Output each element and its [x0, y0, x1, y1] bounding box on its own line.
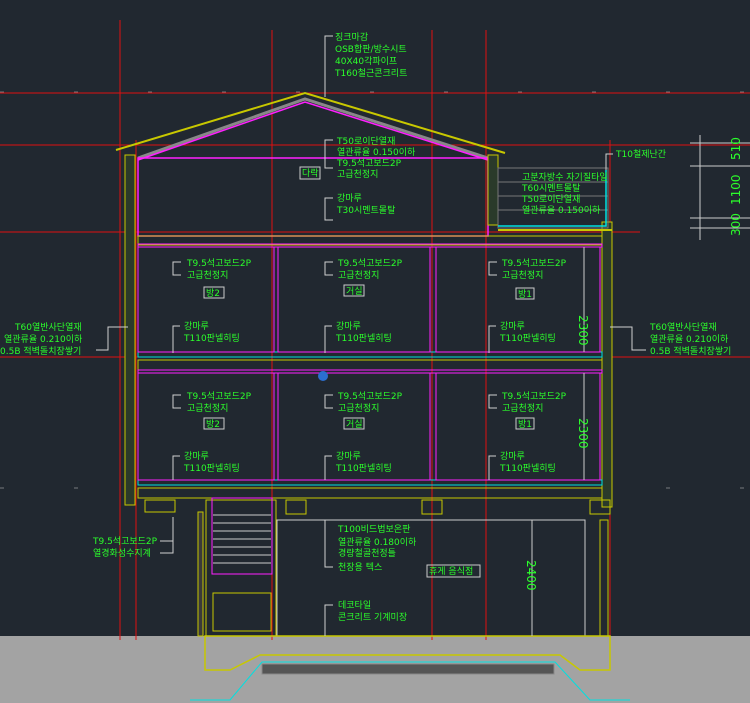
annotation-text: 강마루 [500, 451, 525, 462]
right-wall-notes: T60열반사단열재 열관류율 0.210이하 0.5B 적벽돌치장쌓기 [610, 322, 731, 357]
terrace [497, 167, 612, 231]
annotation-text: 0.5B 적벽돌치장쌓기 [650, 345, 731, 357]
annotation-text: OSB합판/방수시트 [335, 44, 407, 55]
annotation-text: T60열반사단열재 [14, 322, 82, 333]
annotation-text: T9.5석고보드2P [186, 391, 252, 402]
annotation-text: T60시멘트몰탈 [521, 183, 580, 194]
annotation-text: 고급천정지 [187, 270, 228, 281]
terrace-notes: T10철제난간 고분자방수 자기질타일 T60시멘트몰탈 T50로이단열재 열관… [521, 149, 666, 216]
dim-510: 510 [729, 137, 743, 160]
annotation-text: 열관류율 0.210이하 [650, 334, 729, 345]
room-tag-attic: 다락 [302, 167, 319, 179]
annotation-text: 거실 [346, 419, 363, 430]
dim-2300-upper: 2300 [576, 315, 590, 346]
annotation-text: 강마루 [184, 451, 209, 462]
ground-floor [144, 497, 630, 701]
terrace-wall [487, 154, 499, 226]
annotation-text: 방1 [518, 289, 532, 300]
right-dimension: 510 1100 300 2300 2300 2400 [524, 135, 750, 636]
annotation-text: 징크마감 [335, 31, 368, 43]
right-wall [601, 221, 613, 508]
ground-notes: T9.5석고보드2P 열경화성수지계 T100비드법보온판 열관류율 0.180… [92, 517, 481, 636]
annotation-text: 방2 [206, 419, 220, 430]
annotation-text: 강마루 [337, 193, 362, 204]
dim-300: 300 [729, 213, 743, 236]
annotation-text: T9.5석고보드2P [336, 158, 402, 169]
annotation-text: 고분자방수 자기질타일 [522, 171, 608, 183]
annotation-text: 열경화성수지계 [93, 547, 151, 559]
dim-2300-lower: 2300 [576, 418, 590, 449]
annotation-text: T9.5석고보드2P [501, 391, 567, 402]
annotation-text: T110판넬히팅 [335, 462, 392, 474]
annotation-text: T9.5석고보드2P [337, 391, 403, 402]
floor1-room-2: T9.5석고보드2P 고급천정지 거실 강마루 T110판넬히팅 [324, 391, 403, 480]
annotation-text: T30시멘트몰탈 [336, 205, 395, 216]
left-wall [124, 154, 136, 506]
roof [115, 91, 506, 161]
annotation-text: 고급천정지 [502, 270, 543, 281]
annotation-text: T110판넬히팅 [335, 332, 392, 344]
annotation-text: 0.5B 적벽돌치장쌓기 [0, 345, 81, 357]
floor1-room-1: T9.5석고보드2P 고급천정지 방2 강마루 T110판넬히팅 [172, 391, 252, 480]
room-partitions [137, 246, 601, 481]
annotation-text: 강마루 [336, 451, 361, 462]
annotation-text: T110판넬히팅 [183, 462, 240, 474]
annotation-text: 강마루 [184, 321, 209, 332]
annotation-text: 데코타일 [338, 600, 371, 611]
annotation-text: 고급천정지 [502, 403, 543, 414]
floor1-room-3: T9.5석고보드2P 고급천정지 방1 강마루 T110판넬히팅 [488, 391, 567, 480]
annotation-text: 고급천정지 [337, 169, 378, 180]
annotation-text: 경량철골천정틀 [338, 547, 396, 559]
annotation-text: 열관류율 0.150이하 [522, 205, 601, 216]
annotation-text: 열관류율 0.180이하 [338, 537, 417, 548]
annotation-text: 고급천정지 [338, 270, 379, 281]
room-tag-restaurant: 휴게 음식점 [429, 565, 473, 577]
annotation-text: 열관류율 0.210이하 [4, 334, 83, 345]
annotation-text: T9.5석고보드2P [337, 258, 403, 269]
dim-2400: 2400 [524, 560, 538, 591]
annotation-text: 콘크리트 기계미장 [338, 611, 407, 623]
annotation-text: T110판넬히팅 [499, 332, 556, 344]
annotation-text: T160철근콘크리트 [334, 68, 407, 79]
annotation-text: 거실 [346, 286, 363, 297]
annotation-text: 고급천정지 [187, 403, 228, 414]
annotation-text: T110판넬히팅 [499, 462, 556, 474]
annotation-text: 천장용 텍스 [338, 562, 382, 573]
attic-notes: T50로이단열재 열관류율 0.150이하 T9.5석고보드2P 고급천정지 다… [299, 136, 416, 221]
annotation-text: T60열반사단열재 [649, 322, 717, 333]
floor2-room-1: T9.5석고보드2P 고급천정지 방2 강마루 T110판넬히팅 [172, 258, 252, 353]
annotation-text: T50로이단열재 [521, 194, 580, 205]
floor2-room-2: T9.5석고보드2P 고급천정지 거실 강마루 T110판넬히팅 [324, 258, 403, 353]
annotation-text: 강마루 [336, 321, 361, 332]
annotation-text: T110판넬히팅 [183, 332, 240, 344]
annotation-text: T100비드법보온판 [337, 524, 410, 535]
annotation-text: 방2 [206, 288, 220, 299]
annotation-text: T9.5석고보드2P [92, 536, 158, 547]
floor2-room-3: T9.5석고보드2P 고급천정지 방1 강마루 T110판넬히팅 [488, 258, 567, 353]
annotation-text: T10철제난간 [615, 149, 666, 160]
left-wall-notes: T60열반사단열재 열관류율 0.210이하 0.5B 적벽돌치장쌓기 [0, 322, 128, 357]
annotation-text: T50로이단열재 [336, 136, 395, 147]
annotation-text: 강마루 [500, 321, 525, 332]
annotation-text: 고급천정지 [338, 403, 379, 414]
annotation-text: T9.5석고보드2P [501, 258, 567, 269]
annotation-text: 방1 [518, 419, 532, 430]
dim-1100: 1100 [729, 174, 743, 205]
annotation-text: 40X40각파이프 [335, 55, 397, 67]
roof-notes: 징크마감 OSB합판/방수시트 40X40각파이프 T160철근콘크리트 [324, 31, 407, 97]
annotation-text: 열관류율 0.150이하 [337, 147, 416, 158]
annotation-text: T9.5석고보드2P [186, 258, 252, 269]
